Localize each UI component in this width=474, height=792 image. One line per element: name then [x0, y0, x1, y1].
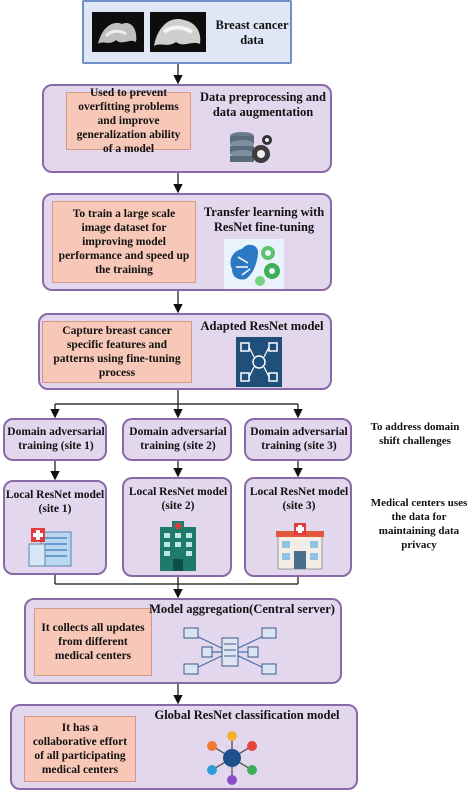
preprocessing-title: Data preprocessing and data augmentation — [200, 90, 326, 119]
network-nodes-icon — [236, 337, 282, 387]
adapted-resnet-box: Capture breast cancer specific features … — [38, 313, 332, 390]
domain-site-3-box: Domain adversarial training (site 3) — [244, 418, 352, 461]
global-model-box: It has a collaborative effort of all par… — [10, 704, 358, 790]
domain-site-1-label: Domain adversarial training (site 1) — [7, 426, 105, 452]
hospital-building-icon — [28, 528, 72, 567]
database-gear-icon — [230, 132, 272, 163]
local-site-1-label: Local ResNet model (site 1) — [5, 489, 105, 515]
local-site-3-label: Local ResNet model (site 3) — [249, 486, 349, 512]
domain-site-2-box: Domain adversarial training (site 2) — [122, 418, 232, 461]
adapted-title: Adapted ResNet model — [200, 319, 324, 333]
domain-note: To address domain shift challenges — [370, 421, 460, 447]
aggregation-title: Model aggregation(Central server) — [149, 602, 335, 616]
clinic-building-icon — [276, 523, 324, 570]
local-site-3-box: Local ResNet model (site 3) — [244, 477, 352, 577]
local-site-2-box: Local ResNet model (site 2) — [122, 477, 232, 577]
global-note: It has a collaborative effort of all par… — [24, 716, 136, 782]
transfer-learning-box: To train a large scale image dataset for… — [42, 193, 332, 291]
domain-site-3-label: Domain adversarial training (site 3) — [250, 426, 348, 452]
ai-brain-icon — [224, 239, 284, 289]
collaboration-network-icon — [207, 731, 257, 785]
transfer-note: To train a large scale image dataset for… — [52, 201, 196, 283]
data-box: Breast cancer data — [82, 0, 292, 64]
transfer-title: Transfer learning with ResNet fine-tunin… — [203, 205, 325, 234]
mammogram-image-1 — [92, 12, 144, 52]
global-title: Global ResNet classification model — [154, 708, 340, 722]
domain-site-2-label: Domain adversarial training (site 2) — [129, 426, 227, 452]
server-network-icon — [183, 627, 277, 675]
local-note: Medical centers uses the data for mainta… — [370, 497, 468, 551]
aggregation-note: It collects all updates from different m… — [34, 608, 152, 676]
hospital-tower-icon — [160, 521, 196, 571]
domain-site-1-box: Domain adversarial training (site 1) — [3, 418, 107, 461]
local-site-1-box: Local ResNet model (site 1) — [3, 480, 107, 575]
local-site-2-label: Local ResNet model (site 2) — [128, 486, 228, 512]
data-title: Breast cancer data — [215, 18, 289, 47]
preprocessing-box: Used to prevent overfitting problems and… — [42, 84, 332, 173]
mammogram-image-2 — [150, 12, 206, 52]
adapted-note: Capture breast cancer specific features … — [42, 321, 192, 383]
preprocessing-note: Used to prevent overfitting problems and… — [66, 87, 191, 155]
aggregation-box: It collects all updates from different m… — [24, 598, 342, 684]
